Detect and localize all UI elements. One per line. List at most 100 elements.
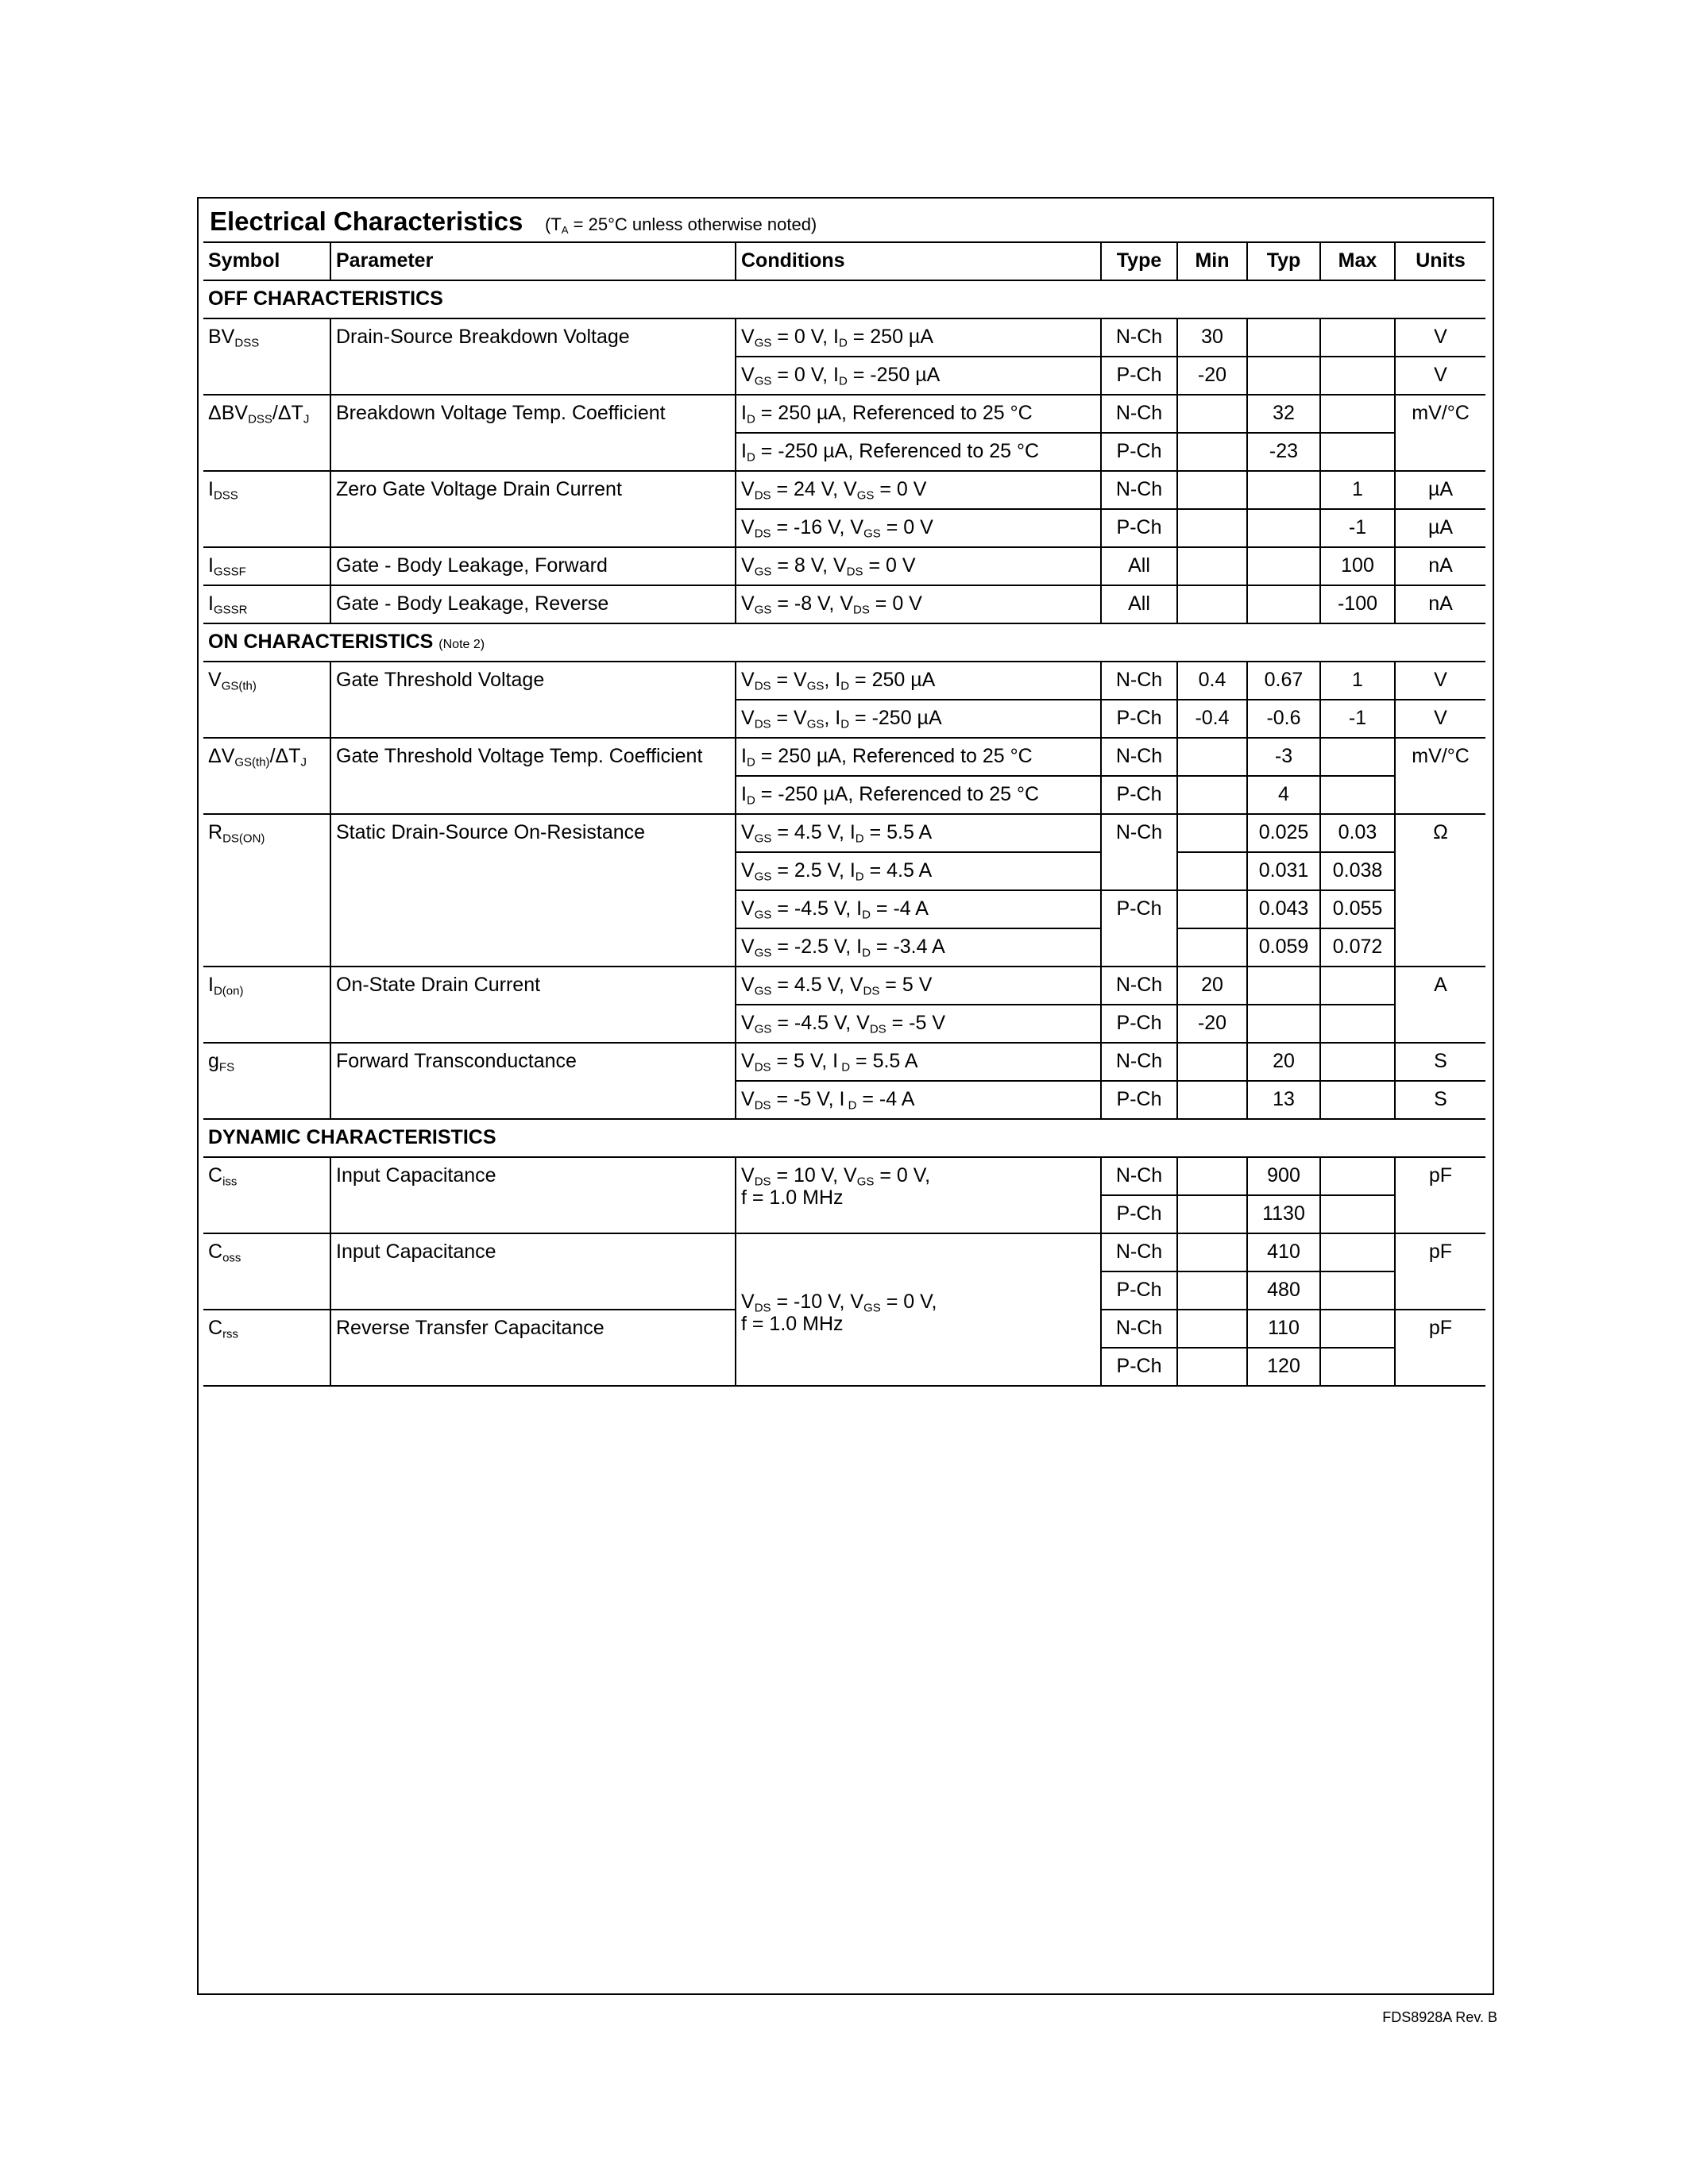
header-conditions: Conditions [735, 241, 1102, 281]
header-row: Symbol Parameter Conditions Type Min Typ… [203, 241, 1485, 281]
min-cell [1176, 1309, 1248, 1349]
max-cell [1319, 1042, 1396, 1082]
min-cell [1176, 508, 1248, 548]
table-row: Ciss Input Capacitance VDS = 10 V, VGS =… [203, 1156, 1485, 1234]
param-crss: Reverse Transfer Capacitance [330, 1309, 736, 1387]
table-row: VGS = 0 V, ID = -250 µA P-Ch -20 V [203, 356, 1485, 396]
min-cell: -20 [1176, 1004, 1248, 1044]
unit-cell: V [1394, 699, 1485, 739]
max-cell [1319, 318, 1396, 357]
symbol-bvdss: BVDSS [203, 318, 331, 396]
typ-cell: 0.025 [1246, 813, 1321, 853]
cond-idss-n: VDS = 24 V, VGS = 0 V [735, 470, 1102, 510]
header-symbol: Symbol [203, 241, 331, 281]
max-cell: 0.055 [1319, 889, 1396, 929]
symbol-vgsth: VGS(th) [203, 661, 331, 739]
unit-cell: Ω [1394, 813, 1485, 967]
unit-cell: µA [1394, 470, 1485, 510]
param-igssr: Gate - Body Leakage, Reverse [330, 585, 736, 624]
symbol-crss: Crss [203, 1309, 331, 1387]
cond-dbvdss-p: ID = -250 µA, Referenced to 25 °C [735, 432, 1102, 472]
max-cell [1319, 1080, 1396, 1120]
page-frame [197, 197, 1494, 1995]
max-cell [1319, 394, 1396, 434]
typ-cell: 410 [1246, 1233, 1321, 1272]
min-cell [1176, 394, 1248, 434]
typ-cell [1246, 546, 1321, 586]
max-cell: 0.072 [1319, 928, 1396, 967]
document-revision: FDS8928A Rev. B [1382, 2009, 1497, 2025]
min-cell: 30 [1176, 318, 1248, 357]
type-cell: N-Ch [1100, 1233, 1178, 1272]
section-on-label: ON CHARACTERISTICS (Note 2) [203, 623, 1485, 662]
unit-cell: nA [1394, 585, 1485, 624]
table-row: IDSS Zero Gate Voltage Drain Current VDS… [203, 470, 1485, 548]
typ-cell [1246, 1004, 1321, 1044]
typ-cell: 120 [1246, 1347, 1321, 1387]
cond-coss-crss: VDS = -10 V, VGS = 0 V, f = 1.0 MHz [735, 1233, 1102, 1387]
table-row: VGS = -2.5 V, ID = -3.4 A 0.059 0.072 [203, 928, 1485, 967]
min-cell: -0.4 [1176, 699, 1248, 739]
table-row: gFS Forward Transconductance VDS = 5 V, … [203, 1042, 1485, 1120]
type-cell: N-Ch [1100, 1042, 1178, 1082]
min-cell [1176, 1156, 1248, 1196]
cond-vgsth-n: VDS = VGS, ID = 250 µA [735, 661, 1102, 700]
cond-idon-n: VGS = 4.5 V, VDS = 5 V [735, 966, 1102, 1005]
type-cell: P-Ch [1100, 432, 1178, 472]
section-dynamic: DYNAMIC CHARACTERISTICS [203, 1118, 1485, 1158]
min-cell [1176, 775, 1248, 815]
unit-cell: mV/°C [1394, 737, 1485, 815]
symbol-coss: Coss [203, 1233, 331, 1310]
unit-cell: pF [1394, 1309, 1485, 1387]
max-cell [1319, 1271, 1396, 1310]
type-cell: P-Ch [1100, 1194, 1178, 1234]
table-row: ID = -250 µA, Referenced to 25 °C P-Ch 4 [203, 775, 1485, 815]
max-cell: 0.03 [1319, 813, 1396, 853]
min-cell [1176, 928, 1248, 967]
cond-igssf: VGS = 8 V, VDS = 0 V [735, 546, 1102, 586]
unit-cell: S [1394, 1080, 1485, 1120]
min-cell [1176, 1194, 1248, 1234]
cond-gfs-p: VDS = -5 V, I D = -4 A [735, 1080, 1102, 1120]
max-cell [1319, 966, 1396, 1005]
type-cell: N-Ch [1100, 966, 1178, 1005]
symbol-dvgsth: ΔVGS(th)/ΔTJ [203, 737, 331, 815]
unit-cell: S [1394, 1042, 1485, 1082]
table-row: VGS = -4.5 V, ID = -4 A P-Ch 0.043 0.055 [203, 889, 1485, 967]
cond-rdson-4: VGS = -2.5 V, ID = -3.4 A [735, 928, 1102, 967]
max-cell: -1 [1319, 508, 1396, 548]
param-idss: Zero Gate Voltage Drain Current [330, 470, 736, 548]
param-vgsth: Gate Threshold Voltage [330, 661, 736, 739]
symbol-dbvdss: ΔBVDSS/ΔTJ [203, 394, 331, 472]
type-cell: N-Ch [1100, 737, 1178, 777]
typ-cell [1246, 585, 1321, 624]
table-row: P-Ch 480 [203, 1271, 1485, 1310]
max-cell [1319, 1233, 1396, 1272]
type-cell: P-Ch [1100, 699, 1178, 739]
typ-cell: -3 [1246, 737, 1321, 777]
cond-rdson-2: VGS = 2.5 V, ID = 4.5 A [735, 851, 1102, 891]
min-cell [1176, 889, 1248, 929]
header-max: Max [1319, 241, 1396, 281]
type-cell: P-Ch [1100, 1271, 1178, 1310]
typ-cell: 0.031 [1246, 851, 1321, 891]
table-title: Electrical Characteristics (TA = 25°C un… [203, 203, 1485, 243]
typ-cell: 110 [1246, 1309, 1321, 1349]
type-cell: N-Ch [1100, 470, 1178, 510]
typ-cell [1246, 470, 1321, 510]
type-cell: P-Ch [1100, 1080, 1178, 1120]
type-cell: P-Ch [1100, 1347, 1178, 1387]
min-cell [1176, 585, 1248, 624]
table-row: P-Ch 120 [203, 1347, 1485, 1387]
typ-cell [1246, 318, 1321, 357]
table-row: Coss Input Capacitance VDS = -10 V, VGS … [203, 1233, 1485, 1387]
min-cell [1176, 1271, 1248, 1310]
min-cell [1176, 1042, 1248, 1082]
param-rdson: Static Drain-Source On-Resistance [330, 813, 736, 967]
typ-cell [1246, 508, 1321, 548]
unit-cell: mV/°C [1394, 394, 1485, 472]
max-cell: -1 [1319, 699, 1396, 739]
type-cell: All [1100, 585, 1178, 624]
max-cell [1319, 1309, 1396, 1349]
typ-cell: 32 [1246, 394, 1321, 434]
